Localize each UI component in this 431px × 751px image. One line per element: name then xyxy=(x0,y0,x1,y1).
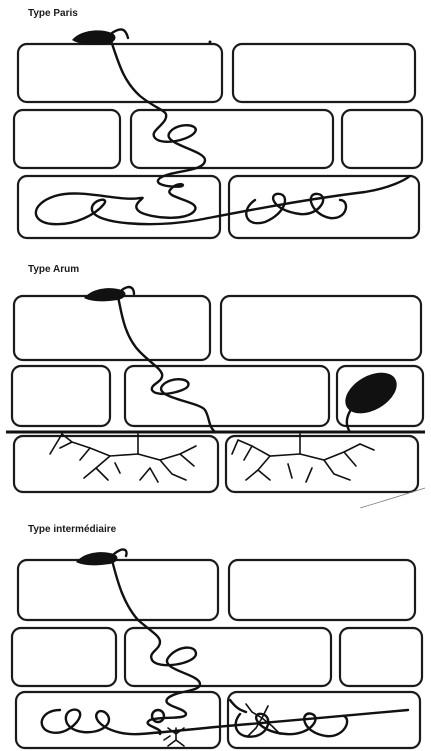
panel-intermediaire: Type intermédiaire xyxy=(0,514,431,751)
plant-cell xyxy=(18,44,222,102)
intermediate-cell-diagram xyxy=(0,514,431,751)
plant-cell xyxy=(342,110,422,168)
plant-cell xyxy=(131,110,333,168)
appressorium xyxy=(76,552,117,565)
plant-cell xyxy=(18,176,220,238)
arum-cell-diagram xyxy=(0,258,431,508)
plant-cell xyxy=(125,628,331,686)
hypha xyxy=(114,550,127,556)
plant-cell xyxy=(221,296,421,360)
panel-paris: Type Paris xyxy=(0,0,431,250)
plant-cell xyxy=(14,296,210,360)
plant-cell xyxy=(18,560,218,620)
plant-cell xyxy=(125,366,329,426)
paris-cell-diagram xyxy=(0,0,431,250)
plant-cell xyxy=(233,44,415,102)
spot xyxy=(209,41,212,44)
plant-cell xyxy=(16,692,220,748)
panel-arum: Type Arum xyxy=(0,258,431,508)
plant-cell xyxy=(226,436,418,492)
plant-cell xyxy=(340,628,422,686)
plant-cell xyxy=(12,366,110,426)
plant-cell xyxy=(12,628,116,686)
plant-cell xyxy=(229,560,415,620)
plant-cell xyxy=(14,110,120,168)
